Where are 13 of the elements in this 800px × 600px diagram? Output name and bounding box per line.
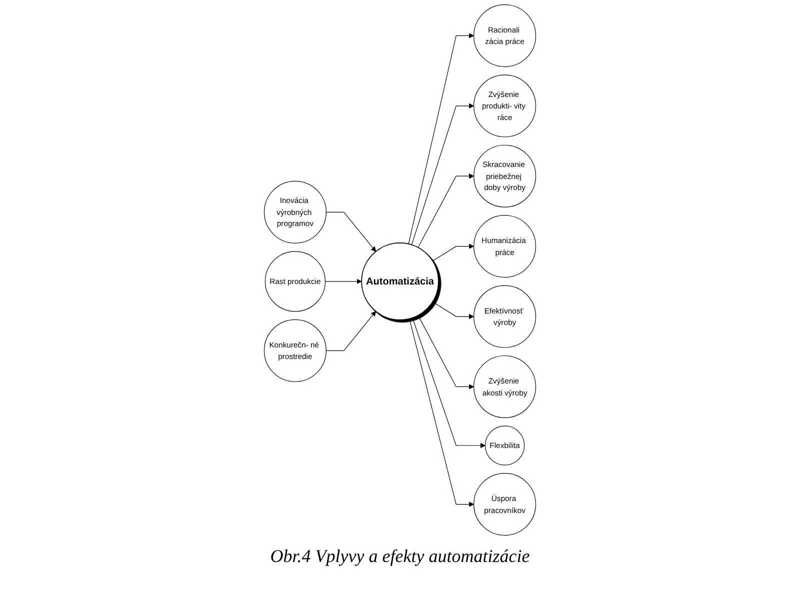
arrow bbox=[408, 33, 474, 244]
arrow bbox=[411, 103, 474, 246]
arrow bbox=[432, 244, 474, 262]
figure-caption: Obr.4 Vplyvy a efekty automatizácie bbox=[270, 546, 530, 567]
arrow bbox=[409, 318, 474, 507]
node-circle: Automatizácia bbox=[361, 242, 439, 320]
arrow bbox=[326, 311, 376, 351]
arrow bbox=[418, 315, 474, 390]
arrow bbox=[326, 212, 376, 252]
arrow bbox=[418, 174, 474, 248]
arrow bbox=[432, 302, 474, 320]
arrow bbox=[324, 278, 362, 284]
arrow bbox=[412, 317, 486, 448]
